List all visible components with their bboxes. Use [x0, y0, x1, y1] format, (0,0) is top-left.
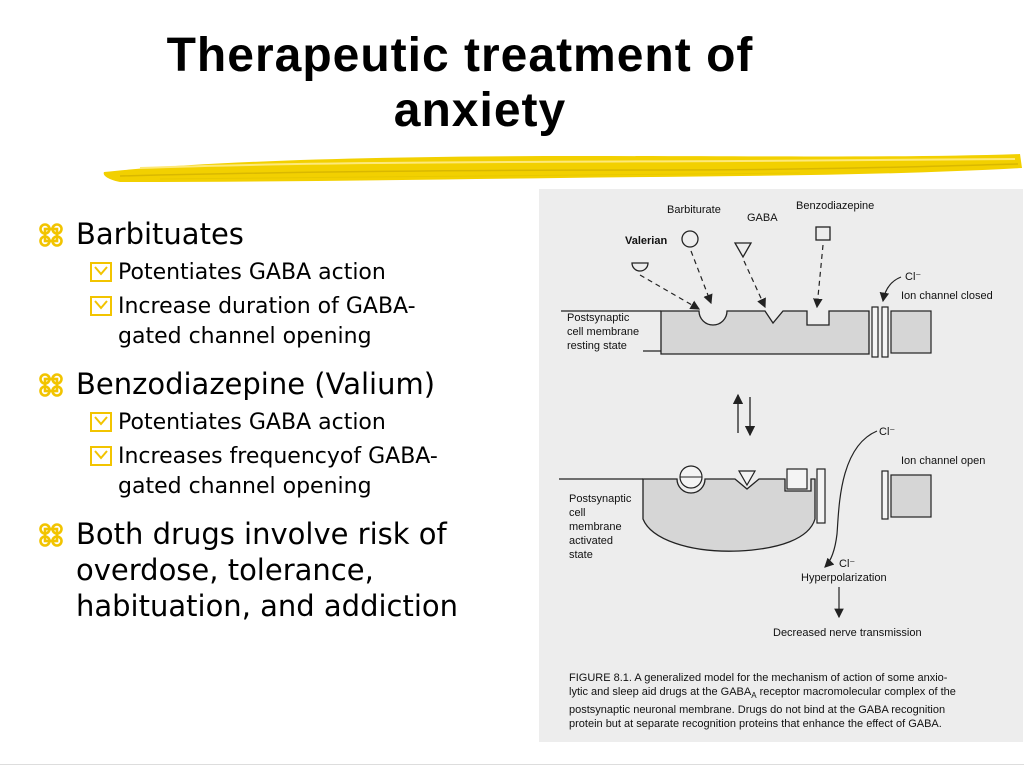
label-act-3: membrane [569, 521, 622, 533]
label-resting-1: Postsynaptic [567, 312, 630, 324]
caption-line: FIGURE 8.1. A generalized model for the … [569, 672, 948, 684]
bound-benzodiazepine-icon [786, 468, 808, 490]
sub-bullet-text-cont: gated channel opening [118, 324, 372, 349]
bullet-item: Both drugs involve risk of overdose, tol… [36, 516, 506, 624]
label-cl-mid: Cl⁻ [879, 426, 895, 438]
label-act-4: activated [569, 535, 613, 547]
membrane-resting [660, 310, 870, 355]
command-key-icon [39, 373, 63, 397]
label-cl-low: Cl⁻ [839, 558, 855, 570]
label-resting-2: cell membrane [567, 326, 639, 338]
label-act-5: state [569, 549, 593, 561]
gaba-receptor-figure: Barbiturate GABA Benzodiazepine Valerian… [539, 189, 1023, 742]
bullet-text: Both drugs involve risk of [76, 517, 447, 551]
command-key-icon [39, 223, 63, 247]
caption-line-2: lytic and sleep aid drugs at the GABAA r… [569, 686, 956, 701]
label-barbiturate: Barbiturate [667, 204, 721, 216]
label-valerian: Valerian [625, 235, 667, 247]
label-act-2: cell [569, 507, 586, 519]
label-gaba: GABA [747, 212, 778, 224]
label-benzodiazepine: Benzodiazepine [796, 200, 874, 212]
bullet-item: Barbituates [36, 216, 506, 252]
sub-bullet-text: Potentiates GABA action [118, 410, 386, 435]
label-resting-3: resting state [567, 340, 627, 352]
label-decreased: Decreased nerve transmission [773, 627, 922, 639]
caption-subscript: A [751, 691, 757, 701]
checkbox-check-icon [90, 296, 112, 316]
barbiturate-circle-icon [681, 230, 699, 248]
checkbox-check-icon [90, 262, 112, 282]
sub-bullet-item: Increases frequencyof GABA- gated channe… [36, 442, 506, 502]
bullet-list: Barbituates Potentiates GABA action Incr… [36, 216, 506, 630]
sub-bullet-text: Potentiates GABA action [118, 260, 386, 285]
label-act-1: Postsynaptic [569, 493, 632, 505]
bullet-text: Benzodiazepine (Valium) [76, 367, 436, 401]
label-ion-closed: Ion channel closed [901, 290, 993, 302]
title-line: Therapeutic treatment of [166, 29, 754, 82]
bullet-text-cont: habituation, and addiction [76, 589, 459, 623]
caption-line: postsynaptic neuronal membrane. Drugs do… [569, 704, 946, 717]
bullet-text-cont: overdose, tolerance, [76, 553, 374, 587]
bullet-text: Barbituates [76, 217, 244, 251]
label-hyperpolarization: Hyperpolarization [801, 572, 887, 584]
figure-caption: FIGURE 8.1. A generalized model for the … [569, 671, 1009, 731]
bound-gaba-icon [737, 470, 757, 487]
sub-bullet-item: Potentiates GABA action [36, 258, 506, 288]
footer-rule [0, 764, 1024, 765]
brush-stroke-divider [103, 154, 1023, 182]
sub-bullet-item: Potentiates GABA action [36, 408, 506, 438]
label-ion-open: Ion channel open [901, 455, 985, 467]
sub-bullet-text: Increases frequencyof GABA- [118, 444, 438, 469]
bullet-item: Benzodiazepine (Valium) [36, 366, 506, 402]
checkbox-check-icon [90, 412, 112, 432]
gaba-triangle-icon [733, 242, 753, 259]
label-cl-top: Cl⁻ [905, 271, 921, 283]
figure-diagram: Barbiturate GABA Benzodiazepine Valerian… [559, 200, 993, 639]
sub-bullet-text: Increase duration of GABA- [118, 294, 416, 319]
sub-bullet-text-cont: gated channel opening [118, 474, 372, 499]
sub-bullet-item: Increase duration of GABA- gated channel… [36, 292, 506, 352]
caption-line: protein but at separate recognition prot… [569, 718, 942, 731]
membrane-activated [642, 478, 816, 552]
title-line: anxiety [393, 84, 567, 137]
valerian-half-circle-icon [631, 262, 649, 272]
benzodiazepine-square-icon [815, 226, 831, 241]
command-key-icon [39, 523, 63, 547]
slide-title: Therapeutic treatment of anxiety [60, 28, 900, 138]
checkbox-check-icon [90, 446, 112, 466]
